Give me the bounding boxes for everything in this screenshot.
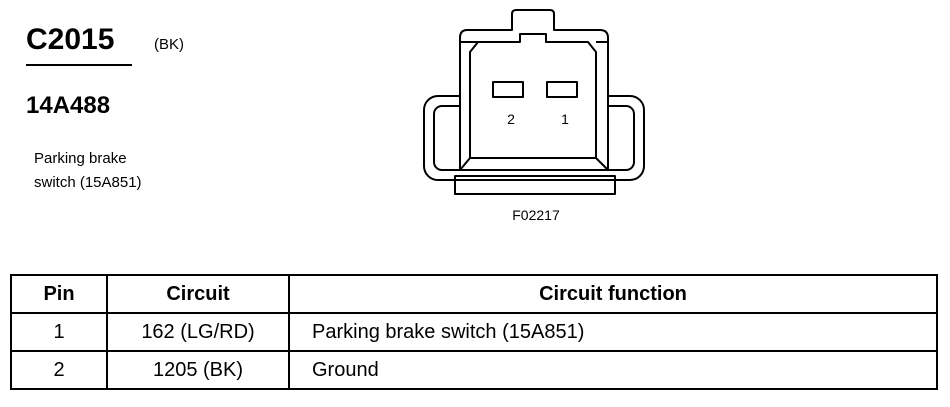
column-header-function: Circuit function [288, 274, 938, 314]
component-description-line-2: switch (15A851) [34, 174, 142, 191]
pin-label-1: 1 [561, 111, 569, 127]
table-header-row: Pin Circuit Circuit function [10, 274, 938, 314]
column-header-pin: Pin [10, 274, 108, 314]
connector-face-diagram: 2 1 F02217 [423, 9, 645, 223]
pinout-table: Pin Circuit Circuit function 1 162 (LG/R… [10, 274, 938, 390]
cell-circuit: 162 (LG/RD) [106, 312, 290, 352]
pin-cavity-1 [546, 81, 578, 98]
connector-inner-face [469, 33, 597, 159]
table-row: 1 162 (LG/RD) Parking brake switch (15A8… [10, 312, 938, 352]
connector-housing [459, 9, 609, 171]
column-header-circuit: Circuit [106, 274, 290, 314]
pin-cavity-2 [492, 81, 524, 98]
component-description-line-1: Parking brake [34, 150, 127, 167]
figure-id: F02217 [512, 207, 560, 223]
table-row: 2 1205 (BK) Ground [10, 350, 938, 390]
cell-pin: 1 [10, 312, 108, 352]
cell-circuit: 1205 (BK) [106, 350, 290, 390]
part-number: 14A488 [26, 92, 111, 119]
connector-id-underline [26, 64, 132, 66]
pin-label-2: 2 [507, 111, 515, 127]
cell-function: Ground [288, 350, 938, 390]
cell-pin: 2 [10, 350, 108, 390]
connector-base-strip [454, 175, 616, 195]
connector-id: C2015 [26, 23, 115, 56]
cell-function: Parking brake switch (15A851) [288, 312, 938, 352]
connector-color: (BK) [154, 36, 184, 53]
